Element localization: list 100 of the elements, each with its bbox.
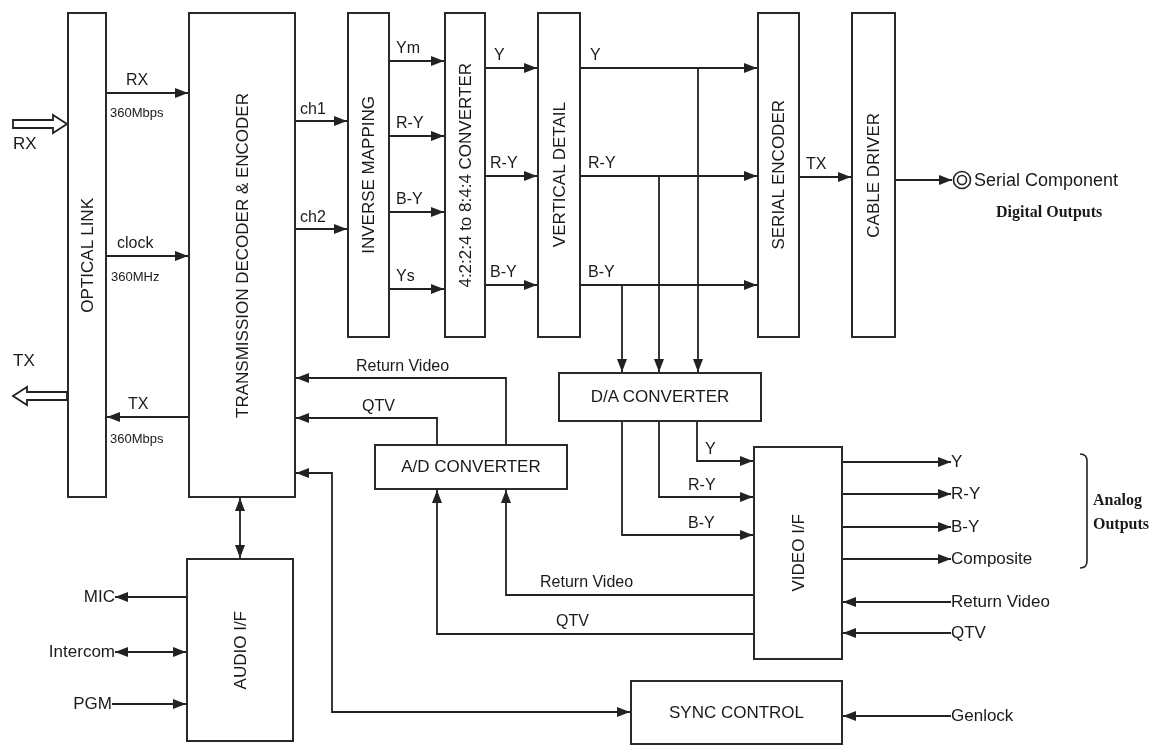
arrow [432,489,754,635]
arrow [696,421,754,466]
arrow [580,175,664,373]
edge-label: Ym [396,40,420,56]
box-label: D/A CONVERTER [590,387,730,407]
box-label: VIDEO I/F [789,514,807,592]
edge-label: Return Video [356,358,450,374]
arrow [295,468,631,717]
arrow [111,699,187,709]
arrow [621,421,754,540]
arrow [580,284,627,373]
edge-label: Y [705,441,716,457]
process-box [558,372,762,422]
edge-label: Y [590,47,601,63]
process-box [851,12,896,338]
edge-label: R-Y [588,155,616,171]
signal-label: Y [951,451,991,473]
box-label: CABLE DRIVER [865,112,882,238]
box-label: 4:2:2:4 to 8:4:4 CONVERTER [456,62,474,288]
box-label: AUDIO I/F [231,610,249,690]
arrow [658,421,754,502]
process-box [753,446,843,660]
arrow [114,592,187,602]
edge-label: ch2 [300,209,326,225]
box-label: VERTICAL DETAIL [550,102,568,248]
edge-label: ch1 [300,101,326,117]
arrow [389,284,445,294]
box-label: A/D CONVERTER [401,457,541,477]
signal-label: Return Video [951,591,1073,613]
arrow [842,628,952,638]
signal-label: PGM [50,693,112,715]
output-label: Digital Outputs [996,204,1103,220]
arrow [106,251,189,261]
group-label: Analog Outputs [1093,490,1151,535]
hollow-arrow [11,385,68,407]
box-label: SYNC CONTROL [668,702,805,723]
edge-label: RX [126,72,149,88]
process-box [347,12,390,338]
signal-label: QTV [951,622,1001,644]
process-box [444,12,486,338]
process-box [630,680,843,745]
signal-label: MIC [60,586,115,608]
arrow [485,280,538,290]
arrow [501,489,754,596]
edge-label: Return Video [540,574,634,590]
process-box [186,558,294,742]
arrow [842,489,952,499]
edge-label: QTV [556,613,589,629]
arrow [895,175,953,185]
edge-label: R-Y [688,477,716,493]
edge-label: Y [494,47,505,63]
arrow [389,131,445,141]
edge-label: B-Y [490,264,517,280]
arrow [295,116,348,126]
rate-label: 360Mbps [110,432,164,445]
arrow [389,207,445,217]
edge-label: R-Y [396,115,424,131]
process-box [757,12,800,338]
edge-label: clock [117,235,154,251]
arrow [235,497,245,559]
signal-label: B-Y [951,516,991,538]
signal-label: Composite [951,548,1043,570]
process-box [374,444,568,490]
process-box [188,12,296,498]
arrow [842,522,952,532]
edge-label: TX [128,396,149,412]
edge-label: R-Y [490,155,518,171]
process-box [67,12,107,498]
arrow [799,172,852,182]
output-label: Serial Component [974,171,1119,189]
arrow [485,63,538,73]
arrow [295,373,507,445]
arrow [114,647,187,657]
hollow-arrow [12,113,69,135]
signal-label: RX [13,124,53,154]
arrow [295,413,438,445]
edge-label: QTV [362,398,395,414]
arrow [389,56,445,66]
signal-label: TX [13,352,53,396]
signal-label: Intercom [18,641,115,663]
edge-label: TX [806,156,827,172]
signal-label: R-Y [951,483,991,505]
arrow [842,711,952,721]
arrow [106,88,189,98]
process-box [537,12,581,338]
box-label: SERIAL ENCODER [770,100,787,250]
arrow [106,412,189,422]
arrow [485,171,538,181]
edge-label: B-Y [396,191,423,207]
edge-label: B-Y [688,515,715,531]
arrow [295,224,348,234]
arrow [842,554,952,564]
box-label: INVERSE MAPPING [360,96,377,254]
rate-label: 360Mbps [110,106,164,119]
rate-label: 360MHz [111,270,160,283]
edge-label: B-Y [588,264,615,280]
box-label: TRANSMISSION DECODER & ENCODER [233,92,251,418]
signal-label: Genlock [951,705,1027,727]
box-label: OPTICAL LINK [78,197,96,313]
arrow [842,597,952,607]
